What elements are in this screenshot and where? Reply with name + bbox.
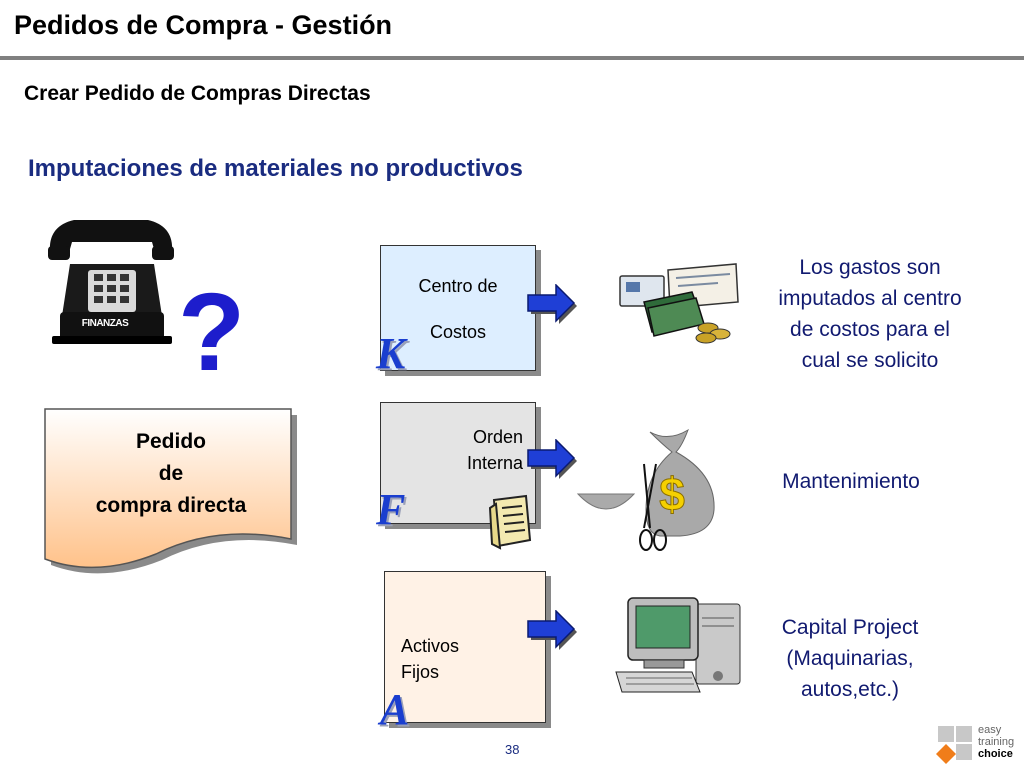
cost-center-desc-line-3: de costos para el	[790, 318, 950, 341]
internal-order-description: Mantenimiento	[748, 466, 954, 497]
title-divider	[0, 56, 1024, 60]
money-and-checks-icon	[618, 262, 740, 346]
letter-a: A	[380, 685, 410, 734]
slide-subtitle: Crear Pedido de Compras Directas	[24, 82, 371, 105]
document-shape	[42, 408, 298, 578]
fixed-assets-desc-line-2: (Maquinarias,	[786, 647, 914, 670]
letter-k: K	[376, 329, 406, 378]
logo-line-1: easy	[978, 724, 1002, 736]
cost-center-desc-line-4: cual se solicito	[801, 349, 939, 372]
cost-center-desc-line-2: imputados al centro	[778, 287, 962, 310]
money-bag-scissors-icon: $	[576, 424, 736, 554]
document-text: Pedido de compra directa	[52, 426, 290, 522]
logo-wordmark: easy training choice	[978, 724, 1014, 760]
cost-center-line-1: Centro de	[418, 276, 498, 296]
internal-order-line-1: Orden	[472, 427, 523, 447]
logo-line-2: training	[978, 736, 1015, 748]
arrow-right-icon	[527, 609, 579, 650]
document-line-3: compra directa	[95, 494, 247, 517]
fixed-assets-line-2: Fijos	[401, 662, 440, 682]
receipt-icon	[486, 494, 536, 550]
cost-center-description: Los gastos son imputados al centro de co…	[748, 252, 992, 376]
phone-label: FINANZAS	[81, 318, 129, 329]
fixed-assets-line-1: Activos	[401, 636, 460, 656]
cost-center-desc-line-1: Los gastos son	[799, 256, 941, 279]
internal-order-line-2: Interna	[466, 453, 523, 473]
logo-line-3: choice	[978, 748, 1013, 760]
fixed-assets-description: Capital Project (Maquinarias, autos,etc.…	[742, 612, 958, 705]
arrow-right-icon	[527, 283, 579, 324]
slide-title: Pedidos de Compra - Gestión	[14, 10, 393, 40]
arrow-right-icon	[527, 438, 579, 479]
fixed-assets-box: Activos Fijos	[384, 571, 546, 723]
document-line-1: Pedido	[135, 430, 206, 453]
telephone-icon	[44, 212, 180, 348]
section-heading: Imputaciones de materiales no productivo…	[28, 155, 523, 182]
fixed-assets-desc-line-1: Capital Project	[781, 616, 919, 639]
question-mark: ?	[178, 271, 246, 394]
letter-f: F	[376, 485, 406, 534]
document-line-2: de	[158, 462, 184, 485]
cost-center-line-2: Costos	[429, 322, 487, 342]
logo-mark-icon	[936, 724, 974, 764]
computer-icon	[614, 596, 744, 696]
page-number: 38	[505, 742, 520, 757]
internal-order-desc-line-1: Mantenimiento	[782, 470, 920, 493]
svg-text:$: $	[659, 468, 685, 520]
fixed-assets-desc-line-3: autos,etc.)	[800, 678, 900, 701]
